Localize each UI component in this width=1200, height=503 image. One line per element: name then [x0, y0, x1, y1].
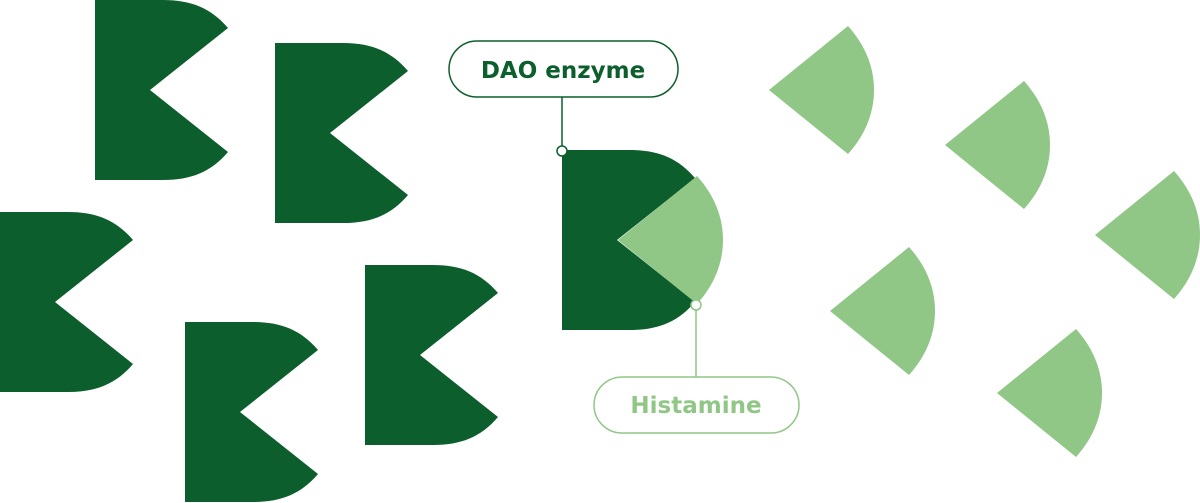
histamine-shape	[945, 81, 1050, 209]
histamine-shape	[830, 247, 935, 375]
callout-dot	[557, 146, 567, 156]
dao-enzyme-shape	[365, 265, 498, 445]
histamine-shape	[1095, 171, 1200, 299]
dao-enzyme-shape	[185, 322, 318, 502]
dao-enzyme-shape	[275, 43, 408, 223]
dao-enzyme-shape	[0, 212, 133, 392]
enzyme-cluster	[0, 0, 498, 502]
callout-dot	[691, 300, 701, 310]
histamine-shape	[769, 26, 874, 154]
dao-enzyme-callout: DAO enzyme	[449, 41, 678, 156]
histamine-shape	[997, 329, 1102, 457]
histamine-cluster	[769, 26, 1200, 457]
dao-enzyme-label: DAO enzyme	[481, 58, 645, 84]
dao-enzyme-shape	[95, 0, 228, 180]
histamine-label: Histamine	[630, 393, 761, 419]
